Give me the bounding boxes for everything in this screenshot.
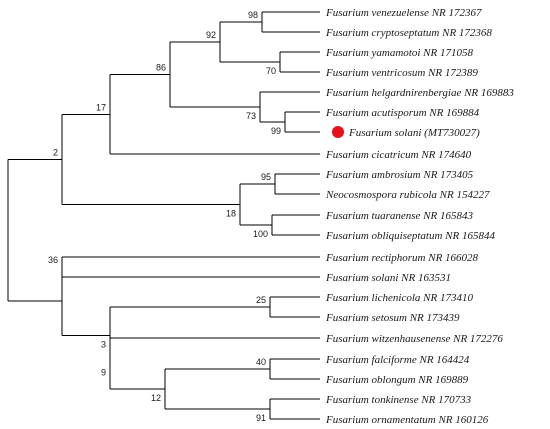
taxon-label-t9: Fusarium ambrosium NR 173405 (325, 169, 474, 181)
taxon-label-t3: Fusarium yamamotoi NR 171058 (325, 47, 473, 59)
taxon-label-t14: Fusarium solani NR 163531 (325, 272, 451, 284)
taxon-label-t12: Fusarium obliquiseptatum NR 165844 (325, 230, 495, 242)
taxon-label-t15: Fusarium lichenicola NR 173410 (325, 292, 473, 304)
bootstrap-n_t5_t7: 73 (246, 111, 256, 121)
bootstrap-n_t9_t12: 18 (226, 209, 236, 219)
red-dot-icon (332, 126, 344, 138)
bootstrap-n_t15_t16: 25 (256, 295, 266, 305)
taxon-label-t4: Fusarium ventricosum NR 172389 (325, 67, 478, 79)
taxon-label-t20: Fusarium tonkinense NR 170733 (325, 394, 472, 406)
taxon-label-t7: Fusarium solani (MT730027) (348, 127, 480, 139)
taxon-label-t18: Fusarium falciforme NR 164424 (325, 354, 470, 366)
taxon-label-t13: Fusarium rectiphorum NR 166028 (325, 252, 479, 264)
taxon-labels: Fusarium venezuelense NR 172367Fusarium … (325, 7, 514, 426)
bootstrap-n_t13_t14: 36 (48, 255, 58, 265)
taxon-label-t2: Fusarium cryptoseptatum NR 172368 (325, 27, 492, 39)
taxon-label-t10: Neocosmospora rubicola NR 154227 (325, 189, 490, 201)
bootstrap-n_t17_t21: 9 (101, 368, 106, 378)
bootstrap-n_t11_t12: 100 (253, 229, 268, 239)
taxon-label-t11: Fusarium tuaranense NR 165843 (325, 210, 473, 222)
taxon-label-t16: Fusarium setosum NR 173439 (325, 312, 460, 324)
bootstrap-values: 98 70 92 99 73 86 17 95 100 18 2 36 25 40 91 12 9 3 (48, 10, 281, 423)
bootstrap-n_t1_t7: 86 (156, 63, 166, 73)
bootstrap-n_t1_t2: 98 (248, 10, 258, 20)
bootstrap-n_t18_t21: 12 (151, 393, 161, 403)
tree-branches (7, 11, 320, 420)
bootstrap-n_t1_t8: 17 (96, 102, 106, 112)
taxon-label-t8: Fusarium cicatricum NR 174640 (325, 149, 472, 161)
bootstrap-n_t3_t4: 70 (266, 66, 276, 76)
taxon-label-t5: Fusarium helgardnirenbergiae NR 169883 (325, 87, 514, 99)
bootstrap-n_t18_t19: 40 (256, 357, 266, 367)
taxon-label-t1: Fusarium venezuelense NR 172367 (325, 7, 482, 19)
taxon-label-t21: Fusarium ornamentatum NR 160126 (325, 414, 489, 426)
taxon-label-t6: Fusarium acutisporum NR 169884 (325, 107, 480, 119)
taxon-label-t17: Fusarium witzenhausenense NR 172276 (325, 333, 503, 345)
bootstrap-n_t9_t10: 95 (261, 172, 271, 182)
bootstrap-n_t15_t21: 3 (101, 339, 106, 349)
bootstrap-n_t20_t21: 91 (256, 413, 266, 423)
bootstrap-n_root: 2 (53, 147, 58, 157)
bootstrap-n_t6_t7: 99 (271, 126, 281, 136)
bootstrap-n_t1_t4: 92 (206, 30, 216, 40)
taxon-label-t19: Fusarium oblongum NR 169889 (325, 374, 469, 386)
